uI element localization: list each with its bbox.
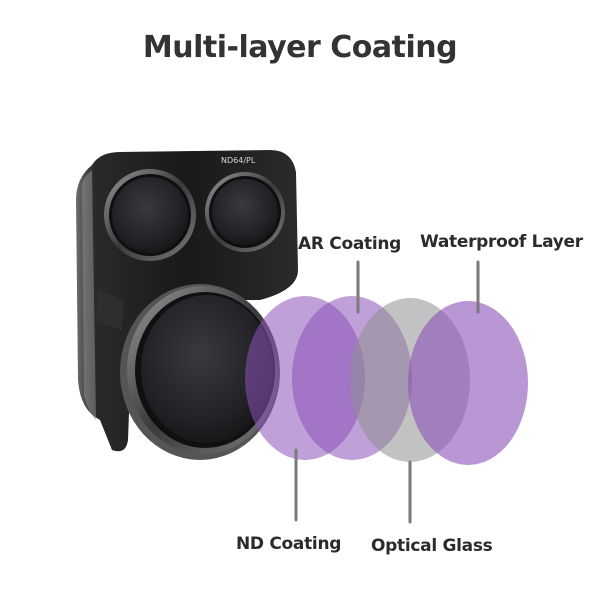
label-waterproof-layer: Waterproof Layer [420,232,583,252]
small-lens-left [104,169,196,261]
filter-housing: ND64/PL [76,150,298,460]
label-ar-coating: AR Coating [298,234,402,254]
large-lens [120,284,280,460]
label-nd-coating: ND Coating [236,534,342,554]
label-optical-glass: Optical Glass [371,536,493,556]
housing-mount-ridge [96,290,124,330]
coating-layers [245,296,528,465]
small-lens-right [205,172,285,252]
leader-lines [294,260,480,524]
page-title: Multi-layer Coating [142,30,458,65]
waterproof-layer-disc [408,301,528,465]
engraving-text: ND64/PL [221,156,256,165]
housing-side-highlight [81,170,96,420]
